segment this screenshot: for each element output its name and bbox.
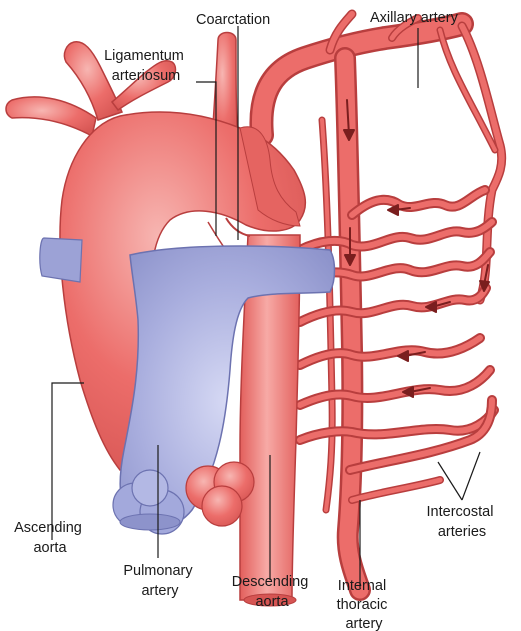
- label-ascending-aorta: Ascending aorta: [14, 520, 86, 556]
- label-axillary-artery: Axillary artery: [370, 10, 459, 26]
- leader-ascending-aorta: [52, 383, 84, 540]
- label-pulmonary-artery: Pulmonary artery: [123, 563, 196, 599]
- label-intercostal-arteries: Intercostal arteries: [427, 504, 498, 540]
- leader-intercostal-2: [462, 452, 480, 500]
- label-internal-thoracic-artery: Internal thoracic artery: [337, 578, 392, 631]
- label-coarctation: Coarctation: [196, 12, 270, 28]
